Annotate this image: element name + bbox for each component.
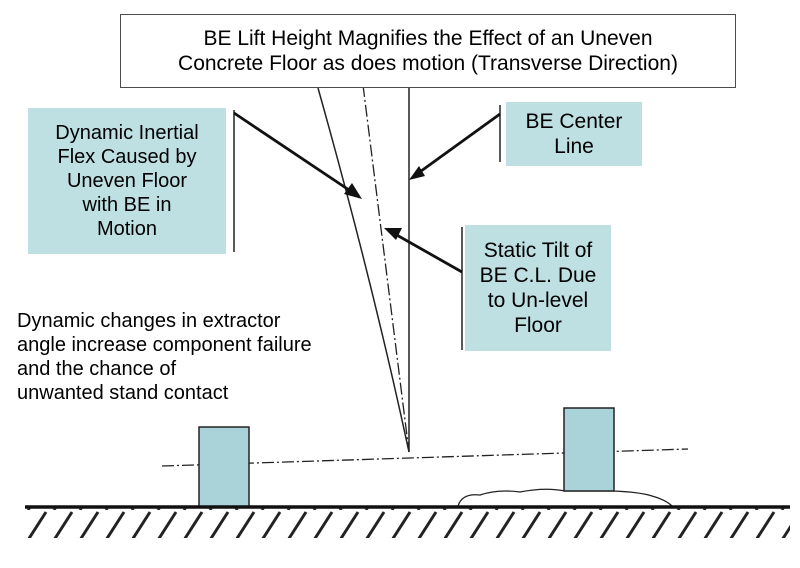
dynamic-flex-curve: [317, 87, 410, 453]
tilt-label: Static Tilt of BE C.L. Due to Un-level F…: [465, 225, 611, 351]
centerline-arrowhead: [409, 166, 425, 180]
failure-note: Dynamic changes in extractor angle incre…: [17, 310, 312, 404]
ground-hatch: [25, 508, 790, 538]
title-box: BE Lift Height Magnifies the Effect of a…: [120, 14, 736, 88]
right-stand: [563, 407, 615, 492]
tilt-arrowhead: [384, 228, 402, 240]
tilt-arrow: [394, 232, 463, 274]
flex-arrow: [233, 111, 353, 194]
flex-arrowhead: [344, 183, 362, 199]
uneven-floor-bump: [457, 488, 673, 507]
static-tilt-line: [362, 84, 410, 453]
centerline-label: BE Center Line: [506, 102, 642, 166]
centerline-arrow: [416, 112, 501, 176]
flex-label: Dynamic Inertial Flex Caused by Uneven F…: [28, 108, 226, 254]
left-stand: [198, 426, 250, 508]
